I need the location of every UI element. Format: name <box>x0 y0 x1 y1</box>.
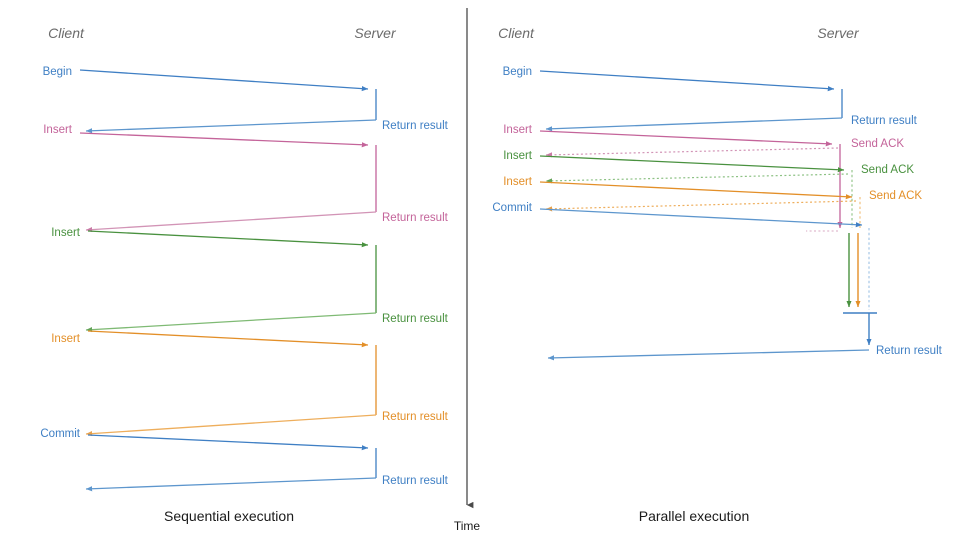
arrow-begin-request-parallel <box>539 70 835 92</box>
label-send-ack-1: Send ACK <box>851 138 904 150</box>
label-return-result-3: Return result <box>382 313 449 325</box>
time-axis-label: Time <box>454 519 481 533</box>
arrow-insert2-ack-parallel <box>545 173 849 184</box>
label-return-result-parallel-1: Return result <box>851 115 918 127</box>
arrow-insert3-request-parallel <box>539 181 853 200</box>
label-begin-parallel: Begin <box>503 66 532 78</box>
caption-parallel: Parallel execution <box>639 508 750 524</box>
label-insert-1-parallel: Insert <box>503 124 533 136</box>
message-group-insert-3-parallel <box>539 181 861 308</box>
label-return-result-parallel-2: Return result <box>876 345 943 357</box>
message-group-commit <box>85 434 377 492</box>
arrow-insert2-request-parallel <box>539 155 845 173</box>
label-insert-2-parallel: Insert <box>503 150 533 162</box>
lane-header-client-parallel: Client <box>498 25 535 41</box>
message-group-begin <box>79 69 377 134</box>
panel-parallel: Client Server Begin Return result Insert… <box>492 25 942 524</box>
label-return-result-5: Return result <box>382 475 449 487</box>
message-group-insert-2-parallel <box>539 155 853 308</box>
arrow-insert2-response <box>85 312 377 333</box>
label-insert-3-parallel: Insert <box>503 176 533 188</box>
message-group-commit-parallel <box>539 208 877 361</box>
label-insert-2: Insert <box>51 227 81 239</box>
arrow-begin-request <box>79 69 369 92</box>
label-commit: Commit <box>40 428 80 440</box>
label-send-ack-2: Send ACK <box>861 164 914 176</box>
arrow-insert1-response <box>85 211 377 233</box>
lane-header-client: Client <box>48 25 85 41</box>
lane-header-server-parallel: Server <box>817 25 860 41</box>
arrow-insert2-request <box>87 230 369 248</box>
arrow-commit-request <box>87 434 369 451</box>
label-return-result-2: Return result <box>382 212 449 224</box>
message-group-begin-parallel <box>539 70 843 132</box>
arrow-commit-response-parallel <box>547 349 870 361</box>
label-insert-3: Insert <box>51 333 81 345</box>
arrow-insert1-request <box>79 132 369 148</box>
message-group-insert-1 <box>79 132 377 233</box>
arrow-begin-response <box>85 119 377 134</box>
panel-sequential: Client Server Begin Return result Insert… <box>40 25 448 524</box>
message-group-insert-2 <box>85 230 377 333</box>
label-insert-1: Insert <box>43 124 73 136</box>
message-group-insert-3 <box>85 330 377 437</box>
arrow-insert3-request <box>87 330 369 348</box>
arrow-insert3-ack-parallel <box>545 200 857 212</box>
lane-header-server: Server <box>354 25 397 41</box>
arrow-begin-response-parallel <box>545 117 843 132</box>
arrow-insert3-response <box>85 414 377 437</box>
label-return-result-1: Return result <box>382 120 449 132</box>
label-commit-parallel: Commit <box>492 202 532 214</box>
arrow-insert1-request-parallel <box>539 130 833 147</box>
message-group-insert-1-parallel <box>539 130 843 232</box>
arrow-insert1-ack-parallel <box>545 147 839 158</box>
label-begin: Begin <box>43 66 72 78</box>
label-return-result-4: Return result <box>382 411 449 423</box>
caption-sequential: Sequential execution <box>164 508 294 524</box>
arrow-commit-response <box>85 477 377 492</box>
label-send-ack-3: Send ACK <box>869 190 922 202</box>
arrow-commit-request-parallel <box>539 208 863 228</box>
